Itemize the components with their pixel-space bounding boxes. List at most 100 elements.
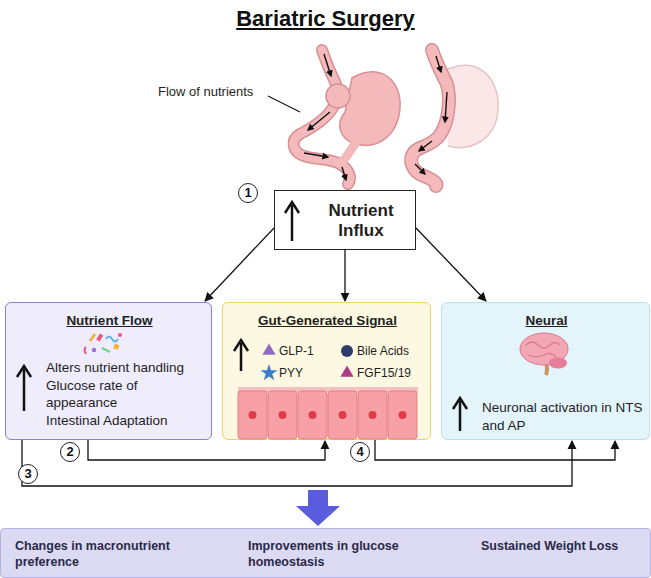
leader-line: [268, 96, 300, 112]
outcome-arrow: [296, 490, 340, 526]
callout-number: 4: [350, 442, 370, 462]
increase-arrow: [240, 343, 243, 371]
connector-arrow: [88, 440, 325, 460]
epithelial-cell: [358, 391, 387, 439]
text-slot: FGF15/19: [357, 366, 429, 380]
increase-arrow-head: [234, 340, 248, 351]
flow-arrow: [445, 92, 447, 122]
callout-number: 1: [238, 183, 258, 203]
confetti: [96, 333, 103, 341]
cell-nucleus: [309, 411, 317, 419]
confetti: [106, 337, 118, 342]
flow-arrow: [324, 54, 331, 76]
confetti: [118, 333, 122, 337]
increase-arrow: [23, 369, 26, 411]
marker-symbol: [260, 364, 277, 380]
label-slot: Flow of nutrients: [158, 84, 253, 100]
cell-nucleus: [369, 411, 377, 419]
text-slot: Neuronal activation in NTS and AP: [482, 399, 647, 434]
increase-arrow: [459, 401, 462, 431]
outcome-band: Changes in macronutrient preference Impro…: [0, 528, 651, 578]
epithelial-cell: [268, 391, 297, 439]
signal-name: FGF15/19: [357, 366, 429, 380]
marker-symbol: [340, 365, 353, 376]
esophagus: [322, 50, 336, 84]
influx-box: Nutrient Influx: [274, 190, 416, 250]
epithelial-cell: [388, 391, 417, 439]
flow-arrow: [308, 112, 330, 130]
text-slot: GLP-1: [279, 344, 349, 358]
cell-nucleus: [399, 411, 407, 419]
box-title: Nutrient Influx: [309, 201, 413, 241]
marker-symbol: [262, 343, 275, 354]
confetti: [85, 347, 87, 354]
bypass-stomach: [294, 50, 401, 184]
gastric-pouch: [326, 84, 350, 108]
biliary-limb: [340, 142, 356, 164]
title-slot: Bariatric Surgery: [0, 6, 651, 32]
connector-arrow: [375, 440, 615, 460]
cell-nucleus: [339, 411, 347, 419]
text-slot: Changes in macronutrient preference: [15, 538, 205, 570]
connector-arrow: [344, 250, 345, 301]
increase-arrow-head: [17, 366, 31, 377]
box-text: Intestinal Adaptation: [46, 412, 208, 430]
text-slot: Nutrient Influx: [309, 201, 413, 241]
signal-box: Gut-Generated SignalGLP-1 Bile AcidsPYY FG…: [222, 302, 431, 440]
flow-arrow: [419, 141, 432, 151]
text-slot: Intestinal Adaptation: [46, 412, 208, 430]
annotation-label: Flow of nutrients: [158, 84, 253, 100]
edge-label-slot: 3: [18, 464, 38, 484]
confetti: [92, 348, 96, 352]
confetti: [90, 334, 95, 341]
cell-nucleus: [279, 411, 287, 419]
connector-arrow: [205, 228, 274, 301]
increase-arrow-head: [285, 202, 299, 213]
text-slot: Nutrient Flow: [6, 312, 213, 329]
outcome-text: Changes in macronutrient preference: [15, 538, 205, 570]
box-heading: Nutrient Flow: [6, 312, 213, 329]
epithelial-cell: [328, 391, 357, 439]
outcome-text: Improvements in glucose homeostasis: [248, 538, 433, 570]
text-slot: Glucose rate of appearance: [46, 377, 208, 412]
neural-box: NeuralNeuronal activation in NTS and AP: [441, 302, 650, 440]
connector-arrow: [22, 440, 572, 486]
text-slot: Alters nutrient handling: [46, 359, 208, 377]
sleeve-stomach: [411, 50, 498, 186]
epithelial-cell: [298, 391, 327, 439]
text-slot: Improvements in glucose homeostasis: [248, 538, 433, 570]
brain-fold: [526, 342, 560, 348]
remnant-stomach: [340, 72, 400, 145]
signal-name: Bile Acids: [357, 344, 429, 358]
confetti: [113, 343, 119, 349]
brain-fold: [528, 353, 556, 357]
flow-arrow: [436, 56, 441, 72]
edge-label-slot: 4: [350, 442, 370, 462]
node-icons: [1, 529, 651, 578]
mechanism-box: Nutrient FlowAlters nutrient handlingGlu…: [5, 302, 212, 440]
flow-arrow: [415, 164, 425, 174]
confetti: [102, 348, 110, 352]
sleeve-outline: [411, 50, 449, 186]
text-slot: Sustained Weight Loss: [481, 538, 646, 554]
flow-arrow: [304, 153, 328, 157]
callout-number: 3: [18, 464, 38, 484]
signal-name: GLP-1: [279, 344, 349, 358]
text-slot: PYY: [279, 366, 349, 380]
outcome-text: Sustained Weight Loss: [481, 538, 646, 554]
edge-label-slot: 2: [60, 442, 80, 462]
sleeve: [411, 50, 449, 186]
increase-arrow-head: [453, 398, 467, 409]
roux-limb: [294, 106, 350, 184]
connector-arrow: [416, 228, 486, 301]
epithelial-cell: [238, 391, 267, 439]
signal-name: PYY: [279, 366, 349, 380]
increase-arrow: [291, 205, 294, 241]
text-slot: Gut-Generated Signal: [223, 312, 432, 329]
flow-arrow: [342, 167, 346, 180]
box-text: Neuronal activation in NTS and AP: [482, 399, 647, 434]
marker-symbol: [341, 345, 353, 357]
